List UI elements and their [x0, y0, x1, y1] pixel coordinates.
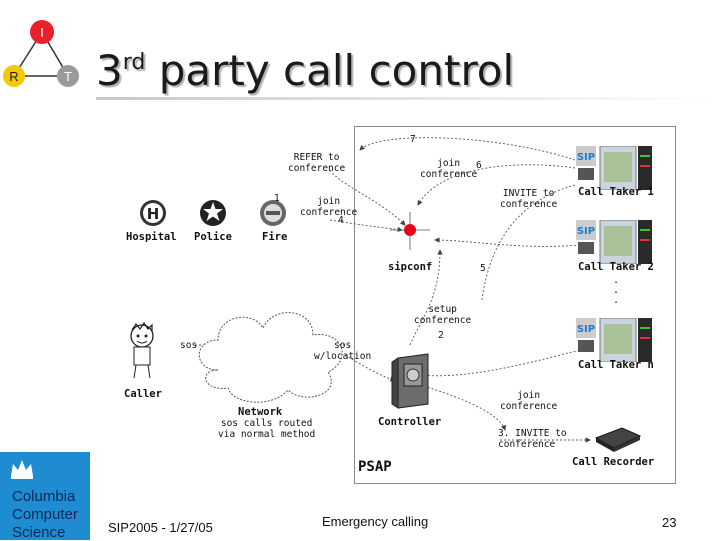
label-hospital: Hospital [126, 231, 177, 243]
footer-event-date: SIP2005 - 1/27/05 [108, 520, 213, 535]
label-sos-calls-routed: sos calls routed via normal method [218, 418, 316, 440]
logo-line-science: Science [12, 524, 66, 541]
label-sipconf: sipconf [388, 261, 433, 273]
label-fire: Fire [262, 231, 288, 243]
title-divider [96, 97, 720, 100]
call-taker-1-station-icon: SIP [576, 146, 652, 190]
label-refer: REFER to conference [288, 152, 346, 174]
psap-frame [354, 126, 676, 484]
label-police: Police [194, 231, 232, 243]
call-taker-n-station-icon: SIP [576, 318, 652, 362]
fire-icon [260, 200, 286, 226]
label-sos-with-location: sos w/location [314, 340, 372, 362]
title-number: 3 [96, 46, 123, 95]
ellipsis-dots: ... [613, 275, 620, 306]
irt-logo-icon: I R T [3, 20, 79, 87]
label-sos: sos [180, 340, 198, 351]
hospital-icon: H [140, 200, 166, 226]
columbia-logo: Columbia Computer Science [0, 452, 90, 541]
label-psap: PSAP [358, 459, 392, 475]
logo-letter-i: I [40, 25, 44, 40]
title-superscript: rd [122, 50, 146, 75]
call-recorder-icon [594, 427, 642, 452]
sipconf-node-icon [404, 224, 416, 236]
label-network: Network [238, 406, 283, 418]
label-call-taker-1: Call Taker 1 [578, 186, 654, 198]
label-caller: Caller [124, 388, 162, 400]
sip-logo-n: SIP [577, 324, 595, 335]
label-step-4: 4 [338, 215, 344, 226]
sip-logo-2: SIP [577, 226, 595, 237]
label-setup-conference: setup conference [414, 304, 472, 326]
label-step-2: 2 [438, 330, 444, 341]
logo-line-computer: Computer [12, 506, 78, 523]
police-icon [200, 200, 226, 226]
hospital-letter: H [147, 205, 160, 223]
label-join-conference-top: join conference [420, 158, 478, 180]
network-cloud-icon [198, 312, 343, 403]
logo-line-columbia: Columbia [12, 488, 76, 505]
call-taker-2-station-icon: SIP [576, 220, 652, 264]
label-invite-to-conference: INVITE to conference [500, 188, 558, 210]
caller-icon [130, 322, 154, 379]
label-controller: Controller [378, 416, 442, 428]
label-step-7: 7 [410, 134, 416, 145]
crown-icon [11, 460, 33, 479]
label-call-taker-2: Call Taker 2 [578, 261, 654, 273]
footer-topic: Emergency calling [322, 514, 429, 529]
page-number: 23 [662, 515, 677, 530]
label-step-1: 1 [274, 193, 280, 204]
controller-server-icon [391, 353, 429, 409]
label-join-conference-bottom: join conference [500, 390, 558, 412]
label-invite-step-3: 3. INVITE to conference [498, 428, 567, 450]
label-step-5: 5 [480, 263, 486, 274]
slide-title: 3rd party call control [96, 46, 514, 95]
logo-letter-t: T [64, 69, 72, 84]
sip-logo-1: SIP [577, 152, 595, 163]
label-step-6: 6 [476, 160, 482, 171]
title-text: party call control [145, 46, 515, 95]
label-call-recorder: Call Recorder [572, 456, 655, 468]
label-join-conference-fire: join conference [300, 196, 358, 218]
logo-letter-r: R [9, 69, 18, 84]
label-call-taker-n: Call Taker n [578, 359, 654, 371]
